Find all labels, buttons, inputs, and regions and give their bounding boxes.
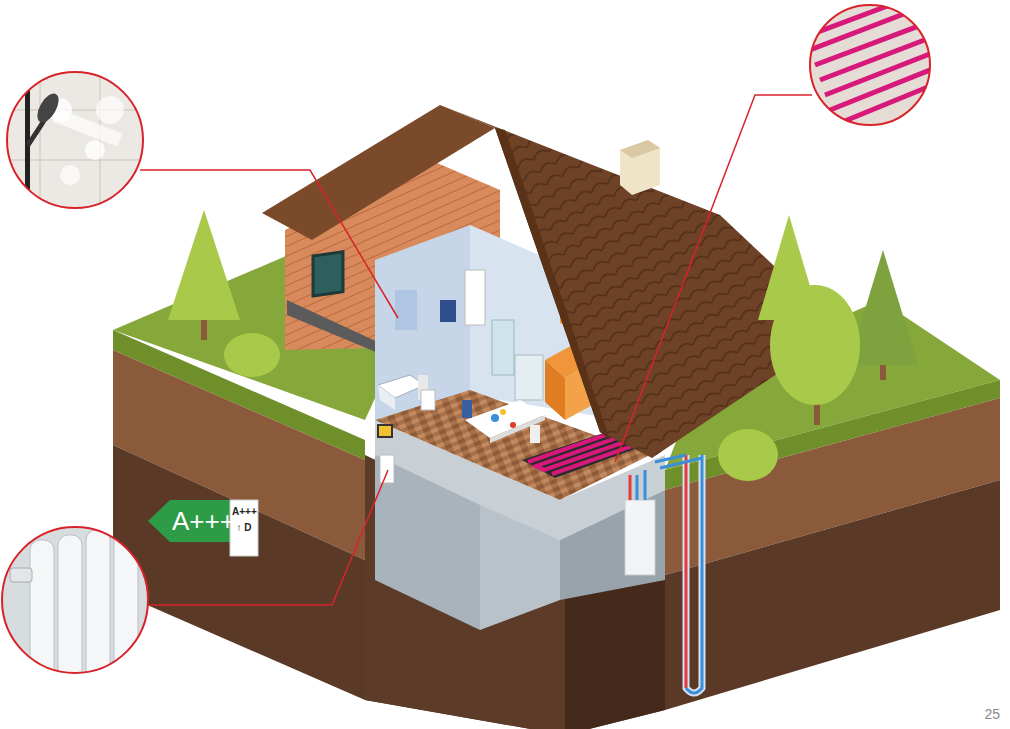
energy-class: A+++	[172, 508, 230, 534]
energy-scale: A+++ ↑ D	[232, 504, 256, 536]
page-number: 25	[960, 707, 1000, 721]
